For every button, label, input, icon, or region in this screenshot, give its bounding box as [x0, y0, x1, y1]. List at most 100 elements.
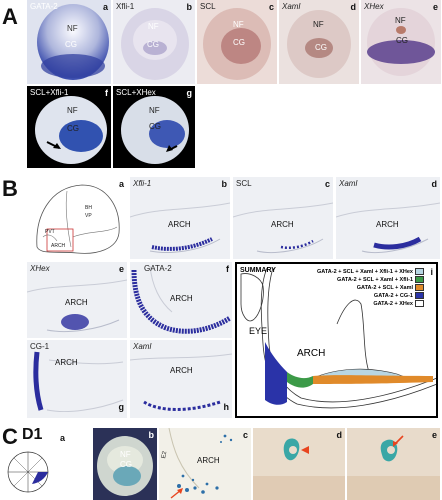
panel-letter: i [430, 267, 433, 277]
panel-a-d: Xaml d NF CG [279, 0, 359, 84]
schematic-tag: PVT [45, 229, 55, 235]
panel-c-c: c ARCH E2 [159, 428, 251, 500]
panel-letter: e [118, 264, 124, 274]
nf-label: NF [149, 106, 160, 115]
arch-label: ARCH [170, 294, 193, 303]
arch-label: ARCH [55, 358, 78, 367]
legend-swatch [415, 292, 424, 300]
schematic-tag: VP [85, 213, 92, 219]
nf-label: NF [233, 20, 244, 29]
gene-label: GATA-2 [144, 264, 172, 273]
panel-letter: h [223, 402, 230, 412]
section-label-c: C [2, 424, 18, 449]
cg-label: CG [65, 40, 77, 49]
panel-letter: a [60, 433, 66, 443]
arch-label: ARCH [170, 366, 193, 375]
nf-label: NF [395, 16, 406, 25]
gene-label: CG-1 [30, 342, 50, 351]
legend-text: GATA-2 + SCL + Xaml + Xfli-1 + XHex [317, 269, 413, 275]
legend-swatch [415, 276, 424, 284]
panel-letter: d [350, 2, 357, 12]
panel-b-e: XHex e ARCH [27, 262, 127, 338]
arch-label: ARCH [271, 220, 294, 229]
legend-swatch [415, 284, 424, 292]
legend-text: GATA-2 + SCL + Xaml + Xfli-1 [337, 277, 413, 283]
schematic-tag: ARCH [51, 243, 66, 249]
cg-label: CG [120, 460, 132, 469]
section-image [233, 202, 333, 253]
section-image [131, 265, 232, 334]
legend-row: GATA-2 + XHex [317, 300, 424, 308]
panel-letter: c [242, 430, 248, 440]
embryo-image [35, 96, 107, 164]
panel-letter: c [324, 179, 330, 189]
embryo-image [121, 8, 189, 80]
cg-label: CG [396, 36, 408, 45]
panel-a-e: XHex e NF CG [361, 0, 441, 84]
panel-letter: d [336, 430, 343, 440]
nf-label: NF [148, 22, 159, 31]
section-image [168, 428, 233, 499]
arch-label: ARCH [197, 456, 220, 465]
panel-b-i: SUMMARY i GATA-2 + SCL + Xaml + Xfli-1 +… [235, 262, 438, 418]
gene-label: XHex [30, 264, 50, 273]
gene-label: Xfli-1 [116, 2, 135, 11]
embryo-image [203, 8, 271, 80]
gene-label: SCL+XHex [116, 88, 156, 97]
section-image [130, 202, 230, 253]
panel-b-f: GATA-2 f ARCH [130, 262, 232, 338]
legend-text: GATA-2 + XHex [373, 301, 413, 307]
side-label: E2 [161, 450, 169, 460]
arch-label: ARCH [376, 220, 399, 229]
panel-letter: f [226, 264, 229, 274]
embryo-image [121, 96, 189, 164]
panel-b-d: Xaml d ARCH [336, 177, 440, 259]
panel-letter: b [148, 430, 155, 440]
embryo-image [287, 10, 351, 78]
gene-label: SCL [236, 179, 252, 188]
section-image [33, 351, 124, 413]
panel-letter: g [186, 88, 193, 98]
panel-a-f: SCL+Xfli-1 f NF CG [27, 86, 111, 168]
embryo-image [37, 4, 109, 80]
gene-label: XHex [364, 2, 384, 11]
panel-letter: f [105, 88, 108, 98]
summary-title: SUMMARY [240, 267, 276, 274]
panel-b-h: Xaml h ARCH [130, 340, 232, 418]
legend-row: GATA-2 + CG-1 [317, 292, 424, 300]
gene-label: SCL+Xfli-1 [30, 88, 69, 97]
legend-row: GATA-2 + SCL + Xaml + Xfli-1 [317, 276, 424, 284]
panel-letter: c [268, 2, 274, 12]
panel-letter: d [431, 179, 438, 189]
panel-c-a [2, 446, 52, 498]
schematic-tag: BH [85, 205, 92, 211]
arch-label: ARCH [168, 220, 191, 229]
panel-c-e: e [347, 428, 440, 500]
section-image [347, 435, 440, 500]
panel-a-a: GATA-2 a NF CG [27, 0, 111, 84]
legend-text: GATA-2 + SCL + Xaml [356, 285, 413, 291]
summary-legend: GATA-2 + SCL + Xaml + Xfli-1 + XHex GATA… [317, 268, 424, 308]
panel-letter: a [102, 2, 108, 12]
panel-a-b: Xfli-1 b NF CG [113, 0, 195, 84]
panel-b-c: SCL c ARCH [233, 177, 333, 259]
gene-label: Xfli-1 [133, 179, 152, 188]
cg-label: CG [67, 124, 79, 133]
panel-b-a: a PVT BH VP ARCH [27, 177, 127, 259]
section-image [130, 353, 232, 411]
panel-letter: b [186, 2, 193, 12]
section-label-b: B [2, 176, 18, 201]
gene-label: Xaml [282, 2, 301, 11]
fate-map-schematic [7, 451, 49, 493]
legend-swatch [415, 300, 424, 308]
cg-label: CG [315, 43, 327, 52]
panel-letter: b [221, 179, 228, 189]
brain-schematic [36, 184, 120, 254]
gene-label: SCL [200, 2, 216, 11]
eye-label: EYE [249, 326, 268, 336]
panel-letter: e [432, 2, 438, 12]
panel-c-d: d [253, 428, 345, 500]
panel-letter: a [118, 179, 124, 189]
panel-letter: g [118, 402, 125, 412]
cg-label: CG [233, 38, 245, 47]
